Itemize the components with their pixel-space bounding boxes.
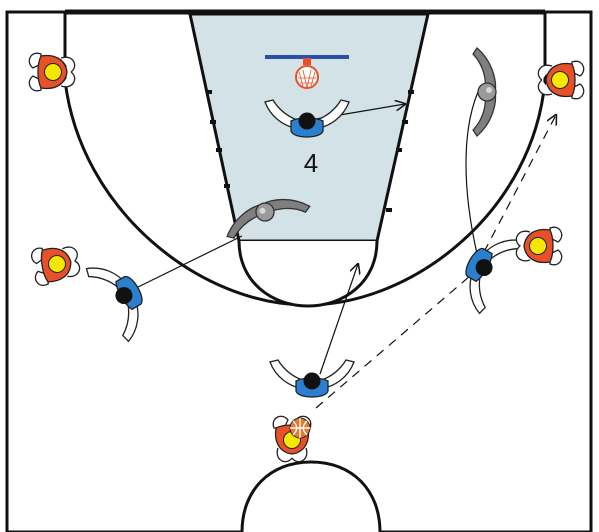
pass-arrow-to-right-wing bbox=[315, 275, 471, 409]
pass-lines bbox=[315, 115, 556, 409]
net-icon bbox=[298, 69, 316, 89]
player-number-label: 4 bbox=[304, 148, 318, 178]
cut-arrow-right-wing bbox=[465, 91, 479, 259]
cut-arrow-top bbox=[319, 264, 358, 375]
center-circle bbox=[240, 460, 382, 532]
rim-connector bbox=[303, 58, 311, 65]
rim-icon bbox=[295, 65, 319, 89]
pass-arrow-to-corner bbox=[483, 115, 556, 253]
free-throw-circle bbox=[237, 240, 379, 308]
lane-hash-marks bbox=[206, 90, 414, 212]
basketball-icon bbox=[289, 417, 311, 439]
cut-arrow-left-wing bbox=[135, 235, 243, 289]
